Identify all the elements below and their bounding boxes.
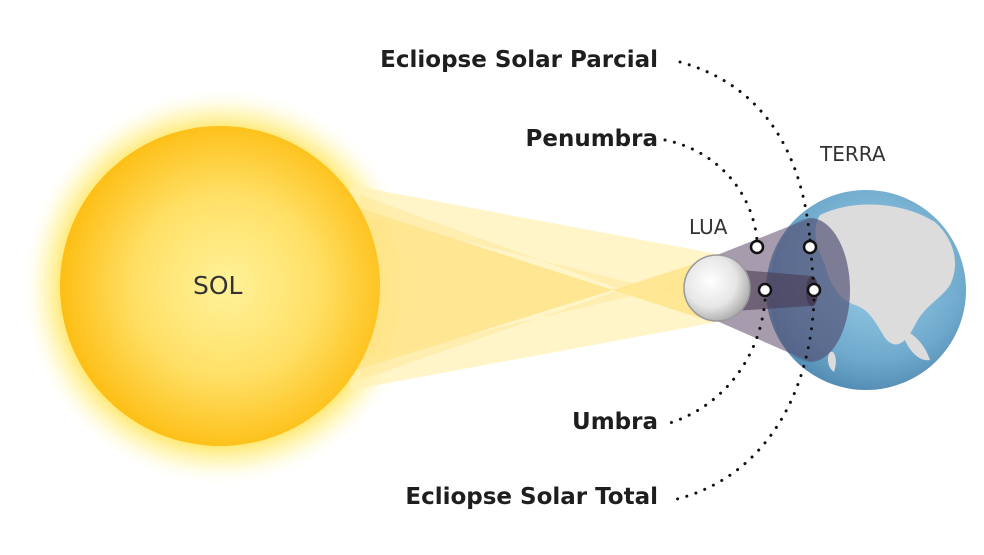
earth-label: TERRA (820, 142, 886, 166)
partial-marker (802, 239, 818, 255)
earth-landmass (815, 204, 955, 345)
total-marker (806, 282, 822, 298)
penumbra-label: Penumbra (525, 126, 659, 152)
total-eclipse-label: Ecliopse Solar Total (405, 484, 658, 510)
total-callout-line (671, 298, 816, 502)
partial-eclipse-label: Ecliopse Solar Parcial (380, 47, 658, 73)
umbra-callout-line (661, 298, 767, 427)
umbra-label: Umbra (572, 409, 658, 435)
partial-callout-line (678, 60, 812, 242)
moon-icon (683, 254, 751, 322)
penumbra-marker (749, 239, 765, 255)
sun-icon (60, 126, 380, 446)
moon-label: LUA (689, 215, 728, 239)
umbra-marker (757, 282, 773, 298)
umbra-rays-left (350, 205, 613, 372)
sun-label: SOL (193, 271, 243, 300)
